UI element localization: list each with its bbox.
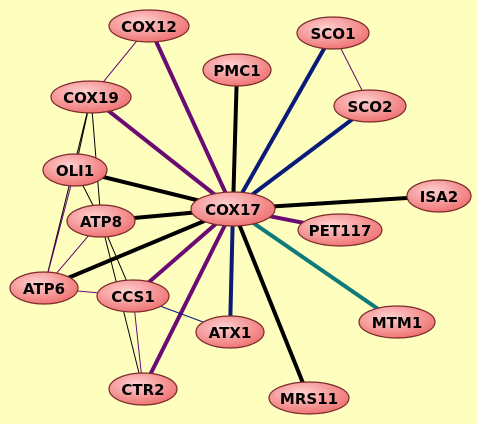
node-ellipse — [268, 381, 350, 415]
node-sco2[interactable]: SCO2 — [333, 89, 407, 123]
node-ellipse — [333, 89, 407, 123]
node-label: PET117 — [309, 222, 372, 240]
edge-cox17-cox12 — [147, 25, 235, 210]
node-atp8[interactable]: ATP8 — [66, 204, 136, 238]
edge-cox17-atx1 — [228, 208, 235, 333]
node-ellipse — [202, 53, 272, 87]
node-ellipse — [50, 80, 132, 114]
edge-cox17-cox19 — [89, 95, 235, 211]
node-label: PMC1 — [213, 62, 260, 80]
node-ellipse — [406, 179, 472, 213]
node-label: COX17 — [205, 201, 261, 219]
node-oli1[interactable]: OLI1 — [42, 153, 108, 187]
edge-cox17-sco2 — [231, 104, 372, 211]
node-ellipse — [190, 191, 276, 227]
node-pmc1[interactable]: PMC1 — [202, 53, 272, 87]
node-label: ATP6 — [23, 280, 65, 298]
node-label: SCO1 — [311, 25, 356, 43]
node-cox19[interactable]: COX19 — [50, 80, 132, 114]
node-label: CTR2 — [121, 381, 164, 399]
node-ccs1[interactable]: CCS1 — [96, 279, 170, 313]
node-isa2[interactable]: ISA2 — [406, 179, 472, 213]
edge-cox17-mtm1 — [231, 207, 399, 324]
edge-oli1-atp6 — [43, 169, 76, 289]
node-label: MRS11 — [280, 390, 338, 408]
node-atx1[interactable]: ATX1 — [195, 315, 265, 349]
node-ellipse — [108, 372, 178, 406]
node-ellipse — [108, 9, 190, 43]
edge-cox19-atp6 — [43, 96, 92, 289]
node-cox17[interactable]: COX17 — [190, 191, 276, 227]
node-atp6[interactable]: ATP6 — [9, 271, 79, 305]
node-ellipse — [296, 16, 370, 50]
edge-cox17-sco1 — [231, 32, 335, 210]
node-label: MTM1 — [372, 314, 423, 332]
node-label: ATX1 — [209, 324, 252, 342]
node-sco1[interactable]: SCO1 — [296, 16, 370, 50]
edge-cox17-mrs11 — [231, 208, 311, 399]
node-label: OLI1 — [56, 162, 94, 180]
edge-cox17-pmc1 — [231, 69, 239, 210]
node-mtm1[interactable]: MTM1 — [358, 305, 436, 339]
node-ctr2[interactable]: CTR2 — [108, 372, 178, 406]
node-ellipse — [9, 271, 79, 305]
edge-cox17-ctr2 — [141, 208, 235, 390]
node-label: CCS1 — [111, 288, 155, 306]
node-ellipse — [297, 213, 383, 247]
node-ellipse — [195, 315, 265, 349]
node-ellipse — [358, 305, 436, 339]
node-label: SCO2 — [348, 98, 393, 116]
node-ellipse — [96, 279, 170, 313]
node-ellipse — [66, 204, 136, 238]
edge-cox17-atp6 — [43, 207, 234, 290]
node-label: ATP8 — [80, 213, 122, 231]
node-label: ISA2 — [420, 188, 458, 206]
node-label: COX19 — [63, 89, 119, 107]
node-cox12[interactable]: COX12 — [108, 9, 190, 43]
node-ellipse — [42, 153, 108, 187]
node-mrs11[interactable]: MRS11 — [268, 381, 350, 415]
node-pet117[interactable]: PET117 — [297, 213, 383, 247]
node-label: COX12 — [121, 18, 177, 36]
